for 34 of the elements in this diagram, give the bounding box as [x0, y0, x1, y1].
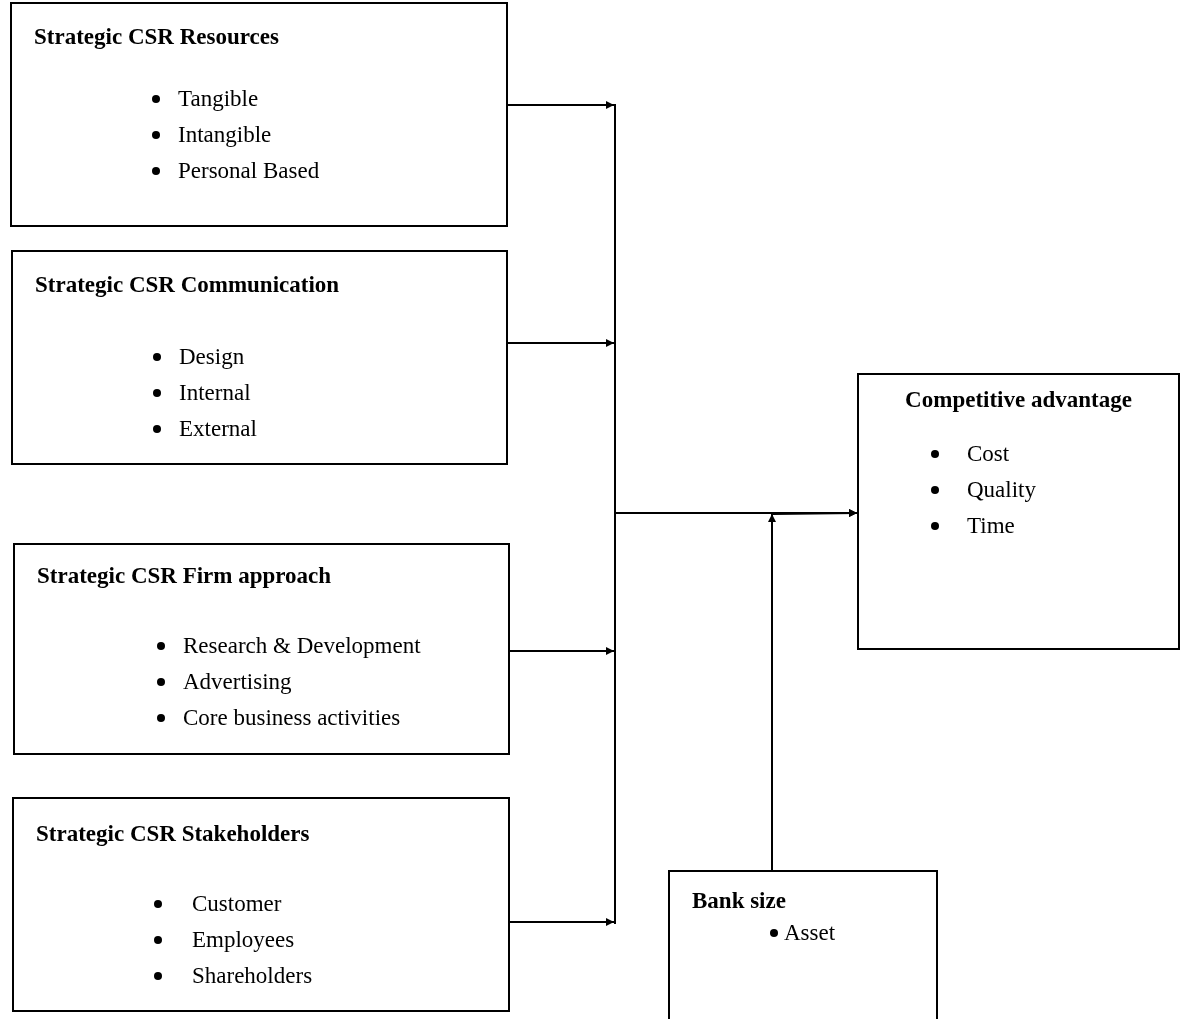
concept-box	[857, 373, 1180, 650]
list-item: External	[179, 415, 257, 443]
box-heading: Strategic CSR Firm approach	[36, 562, 333, 590]
concept-box	[11, 250, 508, 465]
box-heading: Strategic CSR Stakeholders	[35, 820, 311, 848]
arrow	[768, 509, 858, 871]
list-item: Quality	[967, 476, 1036, 504]
arrow	[509, 647, 615, 655]
list-item: Cost	[967, 440, 1010, 468]
list-item: Customer	[192, 890, 282, 918]
list-item: Time	[967, 512, 1015, 540]
list-item: Personal Based	[178, 157, 320, 185]
arrow	[507, 101, 615, 109]
list-item: Intangible	[178, 121, 272, 149]
box-heading: Strategic CSR Communication	[34, 271, 341, 299]
list-item: Tangible	[178, 85, 259, 113]
box-heading: Bank size	[691, 887, 787, 915]
list-item: Shareholders	[192, 962, 313, 990]
list-item: Core business activities	[183, 704, 401, 732]
list-item: Research & Development	[183, 632, 421, 660]
list-item: Employees	[192, 926, 295, 954]
list-item: Internal	[179, 379, 251, 407]
list-item: Advertising	[183, 668, 292, 696]
concept-box	[12, 797, 510, 1012]
concept-box	[10, 2, 508, 227]
box-heading: Strategic CSR Resources	[33, 23, 280, 51]
arrow	[507, 339, 615, 347]
box-heading: Competitive advantage	[904, 386, 1133, 414]
concept-box	[13, 543, 510, 755]
list-item: Asset	[784, 919, 836, 947]
bus-line	[614, 104, 616, 924]
arrow	[509, 918, 615, 926]
concept-box	[668, 870, 938, 1019]
list-item: Design	[179, 343, 245, 371]
